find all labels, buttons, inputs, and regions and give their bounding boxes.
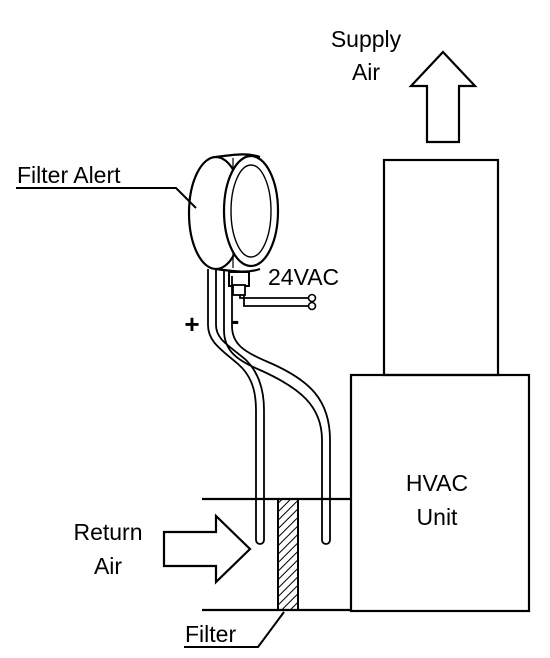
hvac-unit-label-line2: Unit (417, 504, 459, 530)
return-air-label-line1: Return (73, 519, 142, 545)
hvac-unit-box (349, 373, 531, 613)
hvac-unit-label-line1: HVAC (406, 470, 468, 496)
terminal-block (228, 271, 250, 296)
filter-alert-label: Filter Alert (17, 162, 121, 188)
supply-air-label-line2: Air (352, 59, 380, 85)
supply-duct (382, 158, 500, 377)
24vac-wires (239, 293, 317, 311)
supply-air-arrow (408, 50, 478, 144)
filter-alert-leader (16, 187, 197, 209)
pressure-tube-positive (207, 269, 265, 545)
filter-element (277, 498, 299, 611)
supply-air-label-line1: Supply (331, 26, 402, 52)
voltage-label: 24VAC (268, 264, 339, 290)
return-air-arrow (162, 513, 252, 585)
positive-port-label: + (184, 309, 199, 339)
negative-port-label: - (231, 305, 240, 335)
filter-label: Filter (185, 621, 236, 647)
filter-leader (184, 611, 285, 648)
return-air-label-line2: Air (94, 553, 122, 579)
pressure-tube-negative (223, 270, 331, 545)
filter-alert-device (187, 153, 280, 273)
